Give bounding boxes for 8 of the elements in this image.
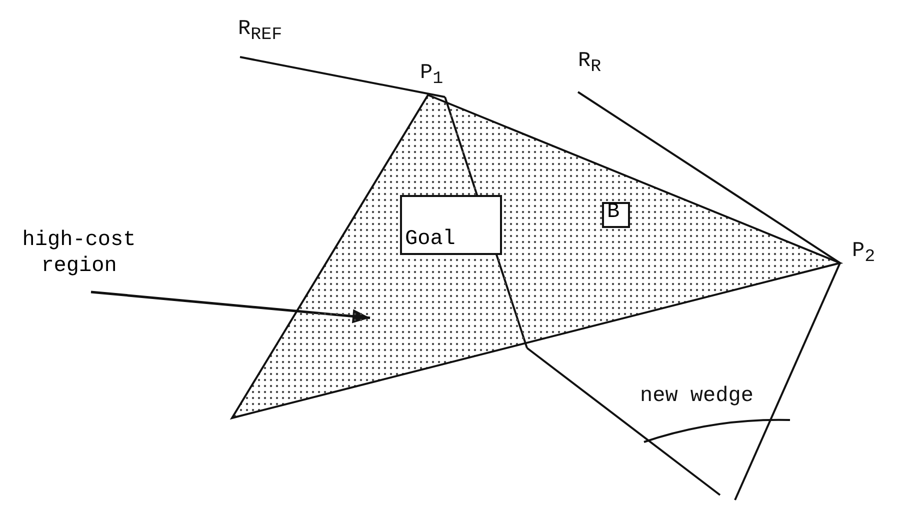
region-label: high-cost region xyxy=(4,228,154,288)
point-label: P$_{1}$ xyxy=(420,62,444,90)
ray-label: R$_{REF}$ xyxy=(238,18,282,46)
b-box: B xyxy=(602,202,630,228)
goal-box: Goal xyxy=(400,195,502,255)
wedge-label: new wedge xyxy=(640,385,754,408)
point-label: P$_{2}$ xyxy=(852,240,876,268)
ray-label: R$_{R}$ xyxy=(578,50,602,78)
